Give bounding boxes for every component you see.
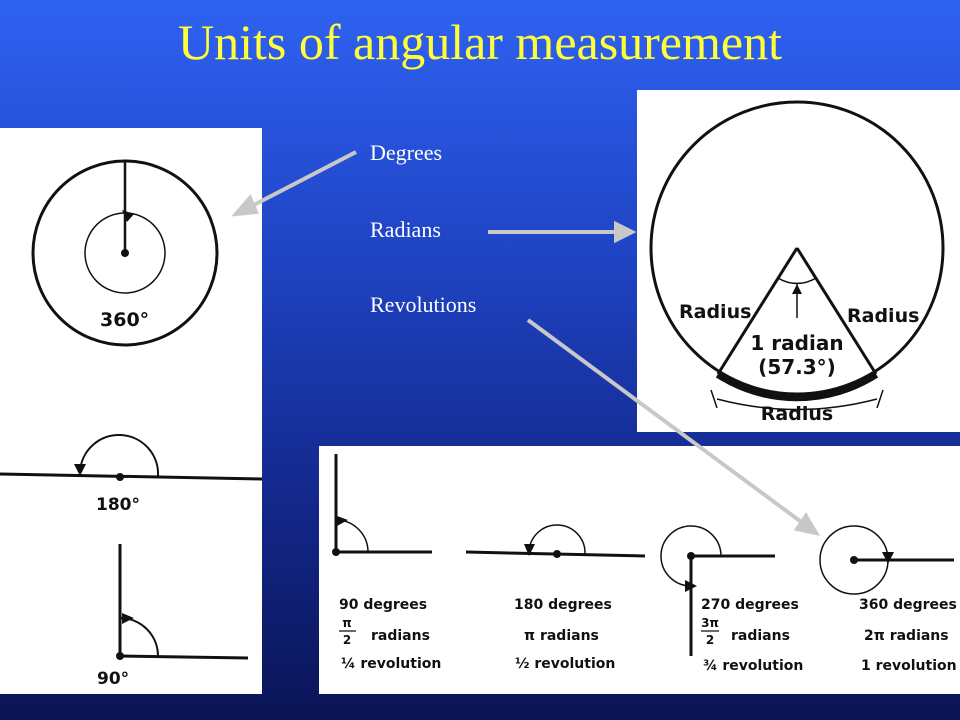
- label-180: 180°: [96, 495, 140, 515]
- angle-270-rad-num: 3π: [701, 616, 719, 630]
- angle-270-degrees: 270 degrees: [701, 597, 799, 613]
- radian-diagram: Radius Radius 1 radian (57.3°) Radius: [649, 100, 945, 425]
- angle-90-rad-unit: radians: [371, 628, 430, 644]
- angle-180-degrees: 180 degrees: [514, 597, 612, 613]
- angle-270-rad-den: 2: [706, 633, 714, 647]
- term-revolutions: Revolutions: [370, 292, 477, 317]
- angle-comparison-panel: 90 degrees π 2 radians ¼ revolution 180 …: [319, 446, 960, 694]
- angle-270-rad-unit: radians: [731, 628, 790, 644]
- term-degrees: Degrees: [370, 140, 443, 165]
- revolutions-arrowhead-icon: [793, 512, 821, 536]
- radius-label-right: Radius: [847, 305, 919, 327]
- degrees-arrowhead-icon: [231, 194, 259, 217]
- pointer-arrow-icon: [792, 284, 802, 294]
- rotation-arrow-icon: [122, 210, 134, 222]
- angle-270-revolution: ¾ revolution: [703, 658, 803, 674]
- radius-label-left: Radius: [679, 301, 751, 323]
- radians-arrowhead-icon: [614, 220, 637, 244]
- slide-title: Units of angular measurement: [178, 14, 782, 70]
- angle-360-revolution: 1 revolution: [861, 658, 957, 674]
- angle-360-radians: 2π radians: [864, 628, 949, 644]
- radian-degrees-label: (57.3°): [758, 355, 836, 379]
- degrees-diagram-panel: 360° 180° 90°: [0, 128, 262, 694]
- rotation-arrow-icon: [122, 613, 134, 624]
- term-radians: Radians: [370, 217, 441, 242]
- degrees-diagram: 360° 180° 90°: [0, 159, 262, 689]
- angle-90-revolution: ¼ revolution: [341, 656, 441, 672]
- outer-circle: [31, 159, 219, 347]
- arc-radius-label: Radius: [761, 403, 833, 425]
- label-90: 90°: [97, 669, 129, 689]
- radian-diagram-panel: Radius Radius 1 radian (57.3°) Radius: [637, 90, 960, 432]
- rotation-arrow-icon: [74, 464, 86, 476]
- angle-180-revolution: ½ revolution: [515, 656, 615, 672]
- angle-360-degrees: 360 degrees: [859, 597, 957, 613]
- angle-comparison: 90 degrees π 2 radians ¼ revolution 180 …: [332, 454, 957, 674]
- angle-180-radians: π radians: [524, 628, 599, 644]
- radian-label: 1 radian: [750, 331, 843, 355]
- degrees-arrow: [247, 150, 357, 210]
- revolutions-arrow: [526, 318, 806, 526]
- angle-90-degrees: 90 degrees: [339, 597, 427, 613]
- angle-90-rad-num: π: [342, 616, 352, 630]
- angle-90-rad-den: 2: [343, 633, 351, 647]
- label-360: 360°: [100, 309, 149, 331]
